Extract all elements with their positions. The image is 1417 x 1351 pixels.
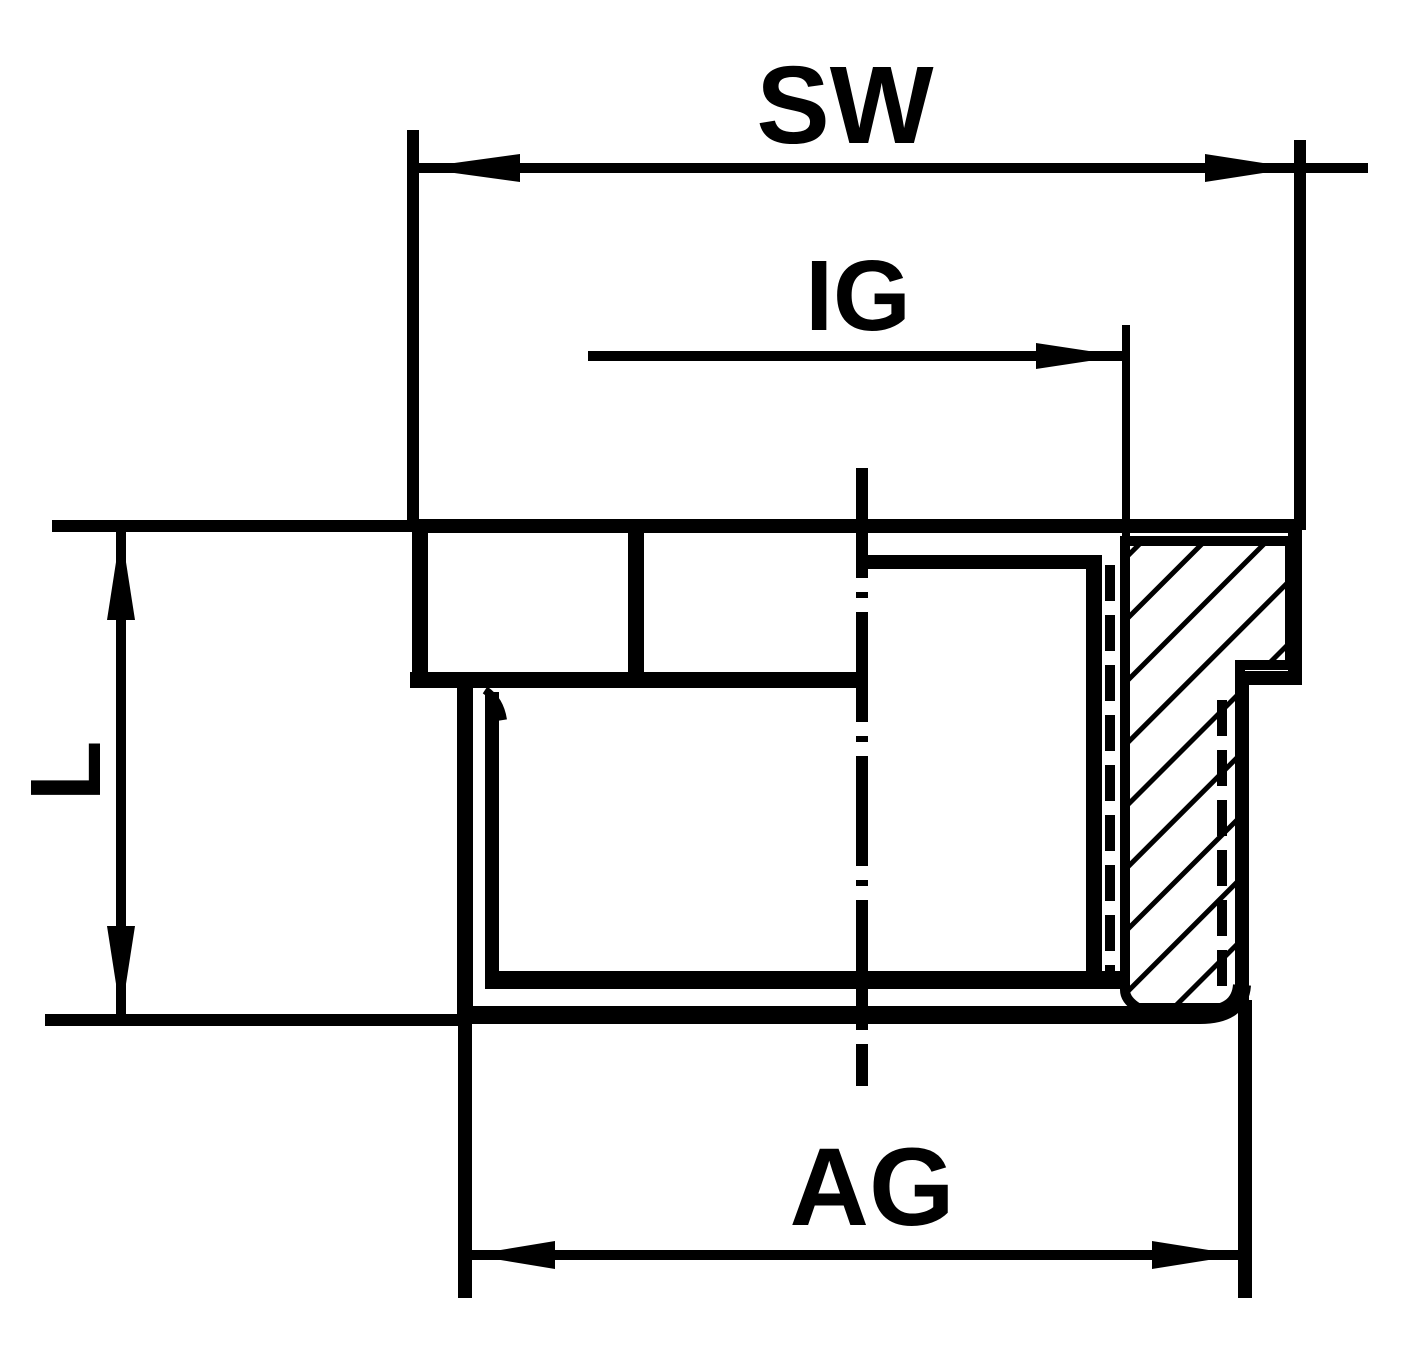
sw-arrow-left — [418, 154, 520, 182]
body-thread-left-chamfer — [482, 686, 507, 721]
ig-arrow — [1036, 343, 1122, 369]
ag-arrow-right — [1152, 1241, 1240, 1269]
l-dimension — [45, 520, 470, 1026]
l-arrow-top — [107, 530, 135, 620]
l-label: L — [10, 740, 122, 801]
sw-arrow-right — [1205, 154, 1295, 182]
l-arrow-bottom — [107, 926, 135, 1016]
ag-arrow-left — [470, 1241, 555, 1269]
hatch-outline — [1120, 536, 1295, 1013]
sw-label: SW — [756, 44, 933, 167]
ig-label: IG — [805, 240, 911, 352]
hatch-fill — [1125, 541, 1290, 1008]
ag-dimension — [458, 1000, 1252, 1298]
hatched-section — [1105, 536, 1295, 1013]
sw-dimension — [407, 130, 1368, 530]
ig-dimension — [588, 325, 1130, 540]
ag-label: AG — [790, 1126, 955, 1249]
